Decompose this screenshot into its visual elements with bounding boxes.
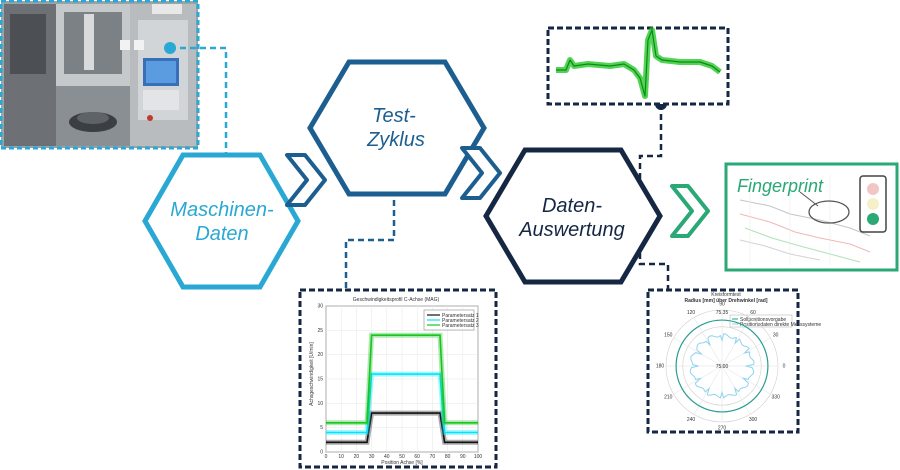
machine-photo-panel xyxy=(0,0,200,150)
chevron-arrow-3 xyxy=(670,184,710,238)
polar-angle-label: 270 xyxy=(718,426,727,432)
polar-plot-title: Kreisformtest xyxy=(711,292,741,298)
velocity-plot-legend: Parametersatz 1 Parametersatz 2 Paramete… xyxy=(423,309,479,331)
traffic-light-icon xyxy=(859,175,887,233)
polar-measured-trace xyxy=(689,333,755,399)
polar-spoke xyxy=(721,337,771,367)
velocity-y-tick-label: 30 xyxy=(317,304,323,310)
velocity-plot-ticks: 0 10 20 30 40 50 60 70 80 90 100 0 5 10 15 20 25 30 xyxy=(317,304,482,461)
velocity-x-tick-label: 0 xyxy=(325,454,328,460)
velocity-y-tick-label: 0 xyxy=(320,450,323,456)
hexagon-machine-data xyxy=(142,152,301,290)
velocity-plot-ylabel: Achsgeschwindigkeit [U/min] xyxy=(309,342,315,406)
signal-plot-panel xyxy=(546,26,730,106)
data-analysis-label-line2: Auswertung xyxy=(518,219,625,241)
polar-angle-label: 30 xyxy=(773,333,779,339)
velocity-legend-item-2: Parametersatz 2 xyxy=(442,318,479,324)
velocity-legend-item-3: Parametersatz 3 xyxy=(442,323,479,329)
polar-angle-label: 60 xyxy=(750,310,756,316)
machine-data-label-line1: Maschinen- xyxy=(170,199,274,221)
velocity-y-tick-label: 10 xyxy=(317,401,323,407)
polar-angle-label: 180 xyxy=(656,364,665,370)
polar-angle-label: 120 xyxy=(687,310,696,316)
velocity-x-tick-label: 20 xyxy=(354,454,360,460)
hexagon-test-cycle xyxy=(307,59,487,197)
velocity-x-tick-label: 50 xyxy=(399,454,405,460)
machine-data-label-line2: Daten xyxy=(195,223,248,245)
polar-ring-label-outer: 75.35 xyxy=(716,310,729,316)
velocity-plot-grid xyxy=(325,305,479,453)
polar-legend-item-2: Positionsdaten direkte Messsysteme xyxy=(740,322,821,328)
fingerprint-label: Fingerprint xyxy=(737,176,824,196)
velocity-y-tick-label: 5 xyxy=(320,425,323,431)
velocity-plot-panel: Geschwindigkeitsprofil C-Achse (MAG) Ach… xyxy=(298,288,498,469)
polar-spoke xyxy=(673,337,723,367)
chevron-arrow-1 xyxy=(285,153,327,207)
velocity-x-tick-label: 40 xyxy=(384,454,390,460)
polar-spoke xyxy=(673,365,723,395)
velocity-series-line xyxy=(326,334,478,424)
velocity-y-tick-label: 25 xyxy=(317,328,323,334)
test-cycle-label-line1: Test- xyxy=(372,105,416,127)
hexagon-data-analysis xyxy=(483,147,663,285)
polar-spoke xyxy=(693,365,723,415)
velocity-series-line xyxy=(326,373,478,434)
polar-spoke xyxy=(693,317,723,367)
polar-angle-label: 330 xyxy=(772,395,781,401)
fingerprint-highlight-ellipse xyxy=(808,200,850,224)
velocity-y-tick-label: 15 xyxy=(317,377,323,383)
velocity-x-tick-label: 70 xyxy=(430,454,436,460)
chevron-arrow-2 xyxy=(460,146,502,200)
polar-spoke xyxy=(721,365,751,415)
polar-angle-label: 0 xyxy=(783,364,786,370)
velocity-plot-xlabel: Position Achse [%] xyxy=(381,460,423,466)
polar-plot-legend: Sollpositionsvorgabe Positionsdaten dire… xyxy=(729,314,821,328)
data-analysis-label-line1: Daten- xyxy=(542,195,602,217)
velocity-legend-item-1: Parametersatz 1 xyxy=(442,313,479,319)
polar-angle-label: 240 xyxy=(687,417,696,423)
polar-legend-item-1: Sollpositionsvorgabe xyxy=(740,317,786,323)
fingerprint-panel xyxy=(724,162,899,272)
polar-ring-label-inner: 75.00 xyxy=(716,364,729,370)
velocity-x-tick-label: 60 xyxy=(414,454,420,460)
polar-plot-traces xyxy=(675,319,769,413)
polar-angle-label: 300 xyxy=(749,417,758,423)
velocity-plot-series xyxy=(326,332,478,445)
polar-angle-label: 150 xyxy=(664,333,673,339)
velocity-series-line xyxy=(326,412,478,444)
polar-angle-label: 90 xyxy=(719,302,725,308)
polar-plot-panel: Kreisformtest Radius [mm] über Drehwinke… xyxy=(646,288,821,434)
polar-nominal-circle xyxy=(675,319,769,413)
velocity-plot-title: Geschwindigkeitsprofil C-Achse (MAG) xyxy=(353,297,440,303)
signal-trace-icon xyxy=(556,27,722,99)
velocity-x-tick-label: 80 xyxy=(445,454,451,460)
velocity-x-tick-label: 10 xyxy=(338,454,344,460)
velocity-x-tick-label: 90 xyxy=(460,454,466,460)
velocity-x-tick-label: 30 xyxy=(369,454,375,460)
velocity-y-tick-label: 20 xyxy=(317,352,323,358)
fingerprint-background-traces xyxy=(739,175,871,265)
test-cycle-label-line2: Zyklus xyxy=(366,129,425,151)
velocity-x-tick-label: 100 xyxy=(474,454,483,460)
polar-plot-subtitle: Radius [mm] über Drehwinkel [rad] xyxy=(684,298,767,304)
polar-angle-label: 210 xyxy=(664,395,673,401)
polar-spoke xyxy=(721,365,771,395)
polar-plot-grid xyxy=(665,309,779,423)
